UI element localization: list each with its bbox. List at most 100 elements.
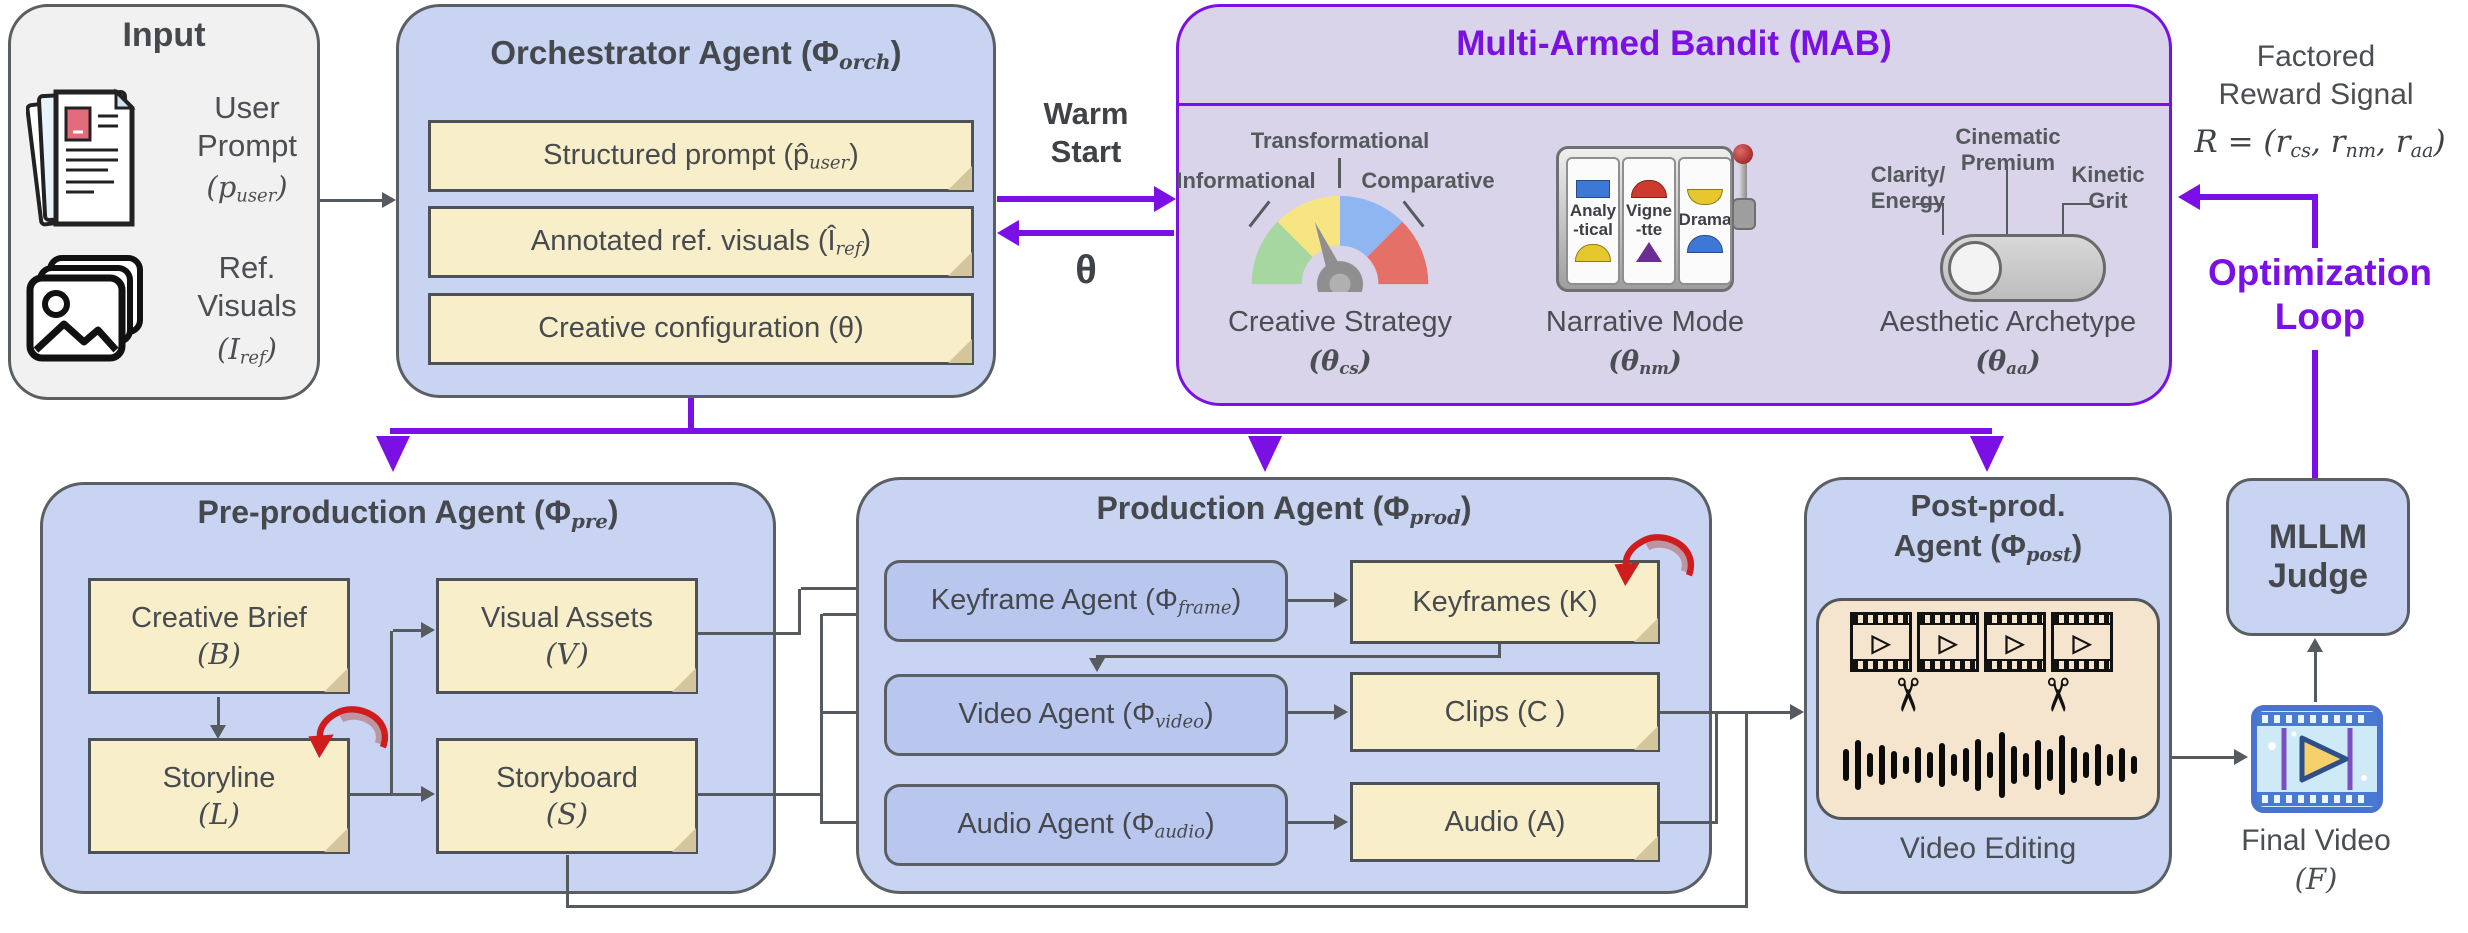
arrowhead-to-storyboard <box>421 786 435 802</box>
slider-label-right-line1: Kinetic <box>2071 162 2145 187</box>
final-video-label-line2: (F) <box>2294 862 2338 896</box>
slot-lever-stick <box>1739 160 1747 204</box>
aesthetic-archetype-caption: Aesthetic Archetype <box>1879 306 2137 338</box>
mllm-label-line2: Judge <box>2267 557 2369 595</box>
connector-video-agent-out <box>1288 711 1334 714</box>
slider-connector-left-h <box>1916 203 1944 205</box>
slider-label-mid-line1: Cinematic <box>1955 124 2061 149</box>
connector-storyboard-to-keyframe-h <box>823 613 869 616</box>
ref-visuals-label-line2: Visuals <box>197 288 297 323</box>
note-structured-prompt: Structured prompt (p̂user) <box>428 120 974 192</box>
note-text: Creative Brief <box>131 601 307 634</box>
note-fold <box>948 166 972 190</box>
note-fold <box>1634 618 1658 642</box>
connector-keyframe-agent-out <box>1288 599 1334 602</box>
connector-keyframes-feedback-v <box>1498 644 1501 657</box>
note-symbol: (S) <box>545 797 589 831</box>
play-icon: ▷ <box>2072 629 2092 657</box>
gauge-label-left: Informational <box>1176 168 1316 193</box>
mllm-label-line1: MLLM <box>2268 518 2368 556</box>
connector-audio-to-postprod-v <box>1715 713 1718 824</box>
note-symbol: (B) <box>197 637 241 671</box>
note-structured-prompt-text: Structured prompt (p̂user) <box>543 139 859 174</box>
reel-text: Vigne-tte <box>1626 201 1672 239</box>
ref-visuals-label-line1: Ref. <box>218 250 276 285</box>
audio-agent-box: Audio Agent (Φaudio) <box>884 784 1288 866</box>
postprod-title-line2: Agent (Φpost) <box>1893 528 2083 566</box>
note-storyline: Storyline (L) <box>88 738 350 854</box>
slot-lever-knob <box>1733 144 1753 164</box>
slot-lever-mount <box>1732 198 1756 230</box>
slider-label-left-line1: Clarity/ <box>1870 162 1946 187</box>
slot-reel-vignette: Vigne-tte <box>1622 157 1676 285</box>
connector-storyline-junction-v <box>390 631 393 796</box>
note-fold <box>948 252 972 276</box>
connector-warm-start-right <box>997 196 1154 202</box>
slot-reel-drama: Drama <box>1678 157 1732 285</box>
audio-waveform-icon <box>1843 732 2137 798</box>
arrowhead-video-out <box>1334 704 1348 720</box>
slider-label-left-line2: Energy <box>1870 188 1946 213</box>
reward-formula: R = (rcs, rnm, raa) <box>2194 124 2446 162</box>
user-prompt-label-line1: User <box>214 90 280 125</box>
slider-connector-left-v <box>1942 203 1944 235</box>
connector-storyboard-riser-v <box>820 614 823 796</box>
connector-assets-to-keyframe-h <box>801 587 869 590</box>
connector-distribution-h <box>390 428 1992 434</box>
narrative-mode-caption: Narrative Mode <box>1545 306 1745 338</box>
arrowhead-to-production <box>1248 436 1282 472</box>
reel-shape-blue-dome <box>1687 235 1723 254</box>
optimization-loop-label-line1: Optimization <box>2207 252 2433 293</box>
reward-label-line2: Reward Signal <box>2218 78 2414 111</box>
keyframe-agent-box: Keyframe Agent (Φframe) <box>884 560 1288 642</box>
connector-clips-to-postprod <box>1660 711 1792 714</box>
note-creative-configuration-text: Creative configuration (θ) <box>538 312 864 345</box>
aesthetic-archetype-symbol: (θaa) <box>1975 346 2041 379</box>
user-prompt-symbol: (puser) <box>206 170 288 207</box>
final-video-label-line1: Final Video <box>2241 824 2391 857</box>
connector-storyboard-to-video-h <box>823 711 869 714</box>
slider-connector-right-h <box>2062 203 2092 205</box>
arrowhead-final-to-mllm <box>2307 638 2323 652</box>
preprod-title: Pre-production Agent (Φpre) <box>197 494 619 533</box>
documents-icon <box>26 88 136 227</box>
connector-theta-left <box>1019 230 1174 236</box>
connector-input-to-orchestrator <box>320 199 384 202</box>
mab-title: Multi-Armed Bandit (MAB) <box>1456 24 1892 63</box>
film-strip-icon: ▷ <box>2051 612 2113 672</box>
gauge-label-top: Transformational <box>1250 128 1430 153</box>
mllm-judge-box: MLLM Judge <box>2226 478 2410 636</box>
note-visual-assets: Visual Assets (V) <box>436 578 698 694</box>
video-editing-caption: Video Editing <box>1899 832 2077 865</box>
slot-reel-analytical: Analy-tical <box>1566 157 1620 285</box>
connector-storyline-out-h <box>350 793 392 796</box>
gauge-tick-top <box>1338 158 1341 188</box>
slider-label-mid-line2: Premium <box>1960 150 2056 175</box>
reel-shape-yellow-top <box>1687 188 1723 205</box>
connector-junction-to-storyboard-h <box>393 793 421 796</box>
arrowhead-to-final-video <box>2234 749 2248 765</box>
connector-postprod-to-final <box>2170 756 2234 759</box>
play-icon: ▷ <box>2005 629 2025 657</box>
slider-connector-mid-v <box>2006 163 2008 235</box>
note-fold <box>672 828 696 852</box>
note-fold <box>672 668 696 692</box>
play-icon: ▷ <box>1938 629 1958 657</box>
slider-label-right-line2: Grit <box>2088 188 2128 213</box>
note-keyframes: Keyframes (K) <box>1350 560 1660 644</box>
reel-shape-blue-rect <box>1576 180 1610 199</box>
connector-reward-stub-v <box>2312 194 2318 248</box>
film-strip-icon: ▷ <box>1917 612 1979 672</box>
arrowhead-brief-to-storyline <box>210 725 226 739</box>
orchestrator-title: Orchestrator Agent (Φorch) <box>490 34 902 75</box>
optimization-loop-label-line2: Loop <box>2274 296 2366 337</box>
note-storyboard: Storyboard (S) <box>436 738 698 854</box>
connector-audio-agent-out <box>1288 821 1334 824</box>
note-fold <box>948 339 972 363</box>
connector-final-to-mllm-v <box>2314 650 2317 702</box>
slider-connector-right-v <box>2062 203 2064 235</box>
connector-storyboard-to-audio-h <box>823 821 869 824</box>
connector-brief-to-storyline <box>217 697 220 727</box>
film-strip-icon: ▷ <box>1984 612 2046 672</box>
connector-storyboard-down-v <box>566 855 569 907</box>
